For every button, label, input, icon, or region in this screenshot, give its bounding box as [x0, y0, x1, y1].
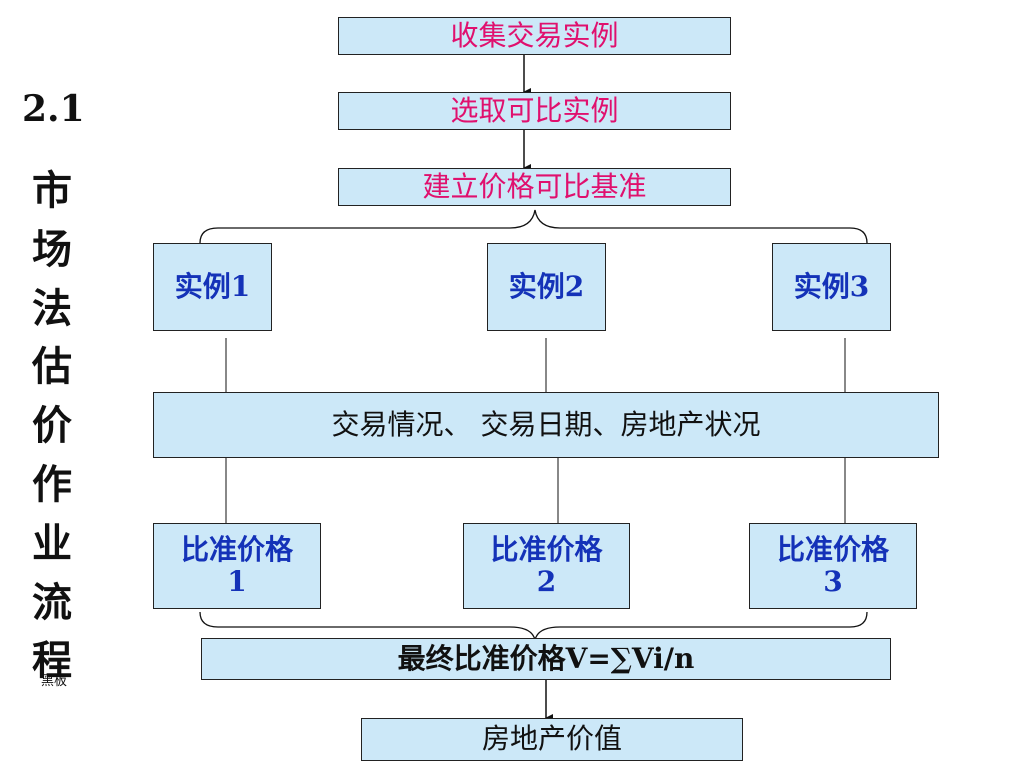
final-price-box: 最终比准价格V=∑Vi/n: [201, 638, 891, 680]
section-title-char: 市: [32, 167, 72, 214]
comparable-price-3-box: 比准价格 3: [749, 523, 917, 609]
select-comparables-box: 选取可比实例: [338, 92, 731, 130]
section-title-char: 法: [32, 284, 72, 332]
property-value-box: 房地产价值: [361, 718, 743, 761]
comparable-price-number: 1: [227, 565, 247, 598]
example-3-box: 实例3: [772, 243, 891, 331]
comparable-price-label: 比准价格: [490, 532, 603, 566]
section-title-char: 场: [32, 225, 72, 273]
section-title-char: 流: [32, 578, 72, 626]
side-note: 黑板: [40, 674, 67, 689]
top-brace: [199, 209, 868, 244]
comparable-price-1-box: 比准价格 1: [153, 523, 321, 609]
comparable-price-label: 比准价格: [180, 532, 293, 566]
comparable-price-label: 比准价格: [776, 532, 889, 566]
section-number: 2.1: [22, 88, 85, 130]
example-2-box: 实例2: [487, 243, 606, 331]
adjustment-factors-box: 交易情况、 交易日期、房地产状况: [153, 392, 939, 458]
section-title-char: 估: [32, 343, 72, 391]
section-title-char: 程: [32, 637, 72, 685]
example-1-box: 实例1: [153, 243, 272, 331]
bottom-brace: [199, 611, 868, 641]
section-title-char: 作: [32, 460, 72, 508]
collect-examples-box: 收集交易实例: [338, 17, 731, 55]
comparable-price-number: 2: [536, 565, 557, 598]
section-title: 市场法估价作业流程: [24, 162, 80, 691]
establish-baseline-box: 建立价格可比基准: [338, 168, 731, 206]
comparable-price-2-box: 比准价格 2: [463, 523, 630, 609]
section-title-char: 价: [32, 402, 72, 450]
section-title-char: 业: [32, 519, 72, 567]
comparable-price-number: 3: [823, 565, 843, 598]
